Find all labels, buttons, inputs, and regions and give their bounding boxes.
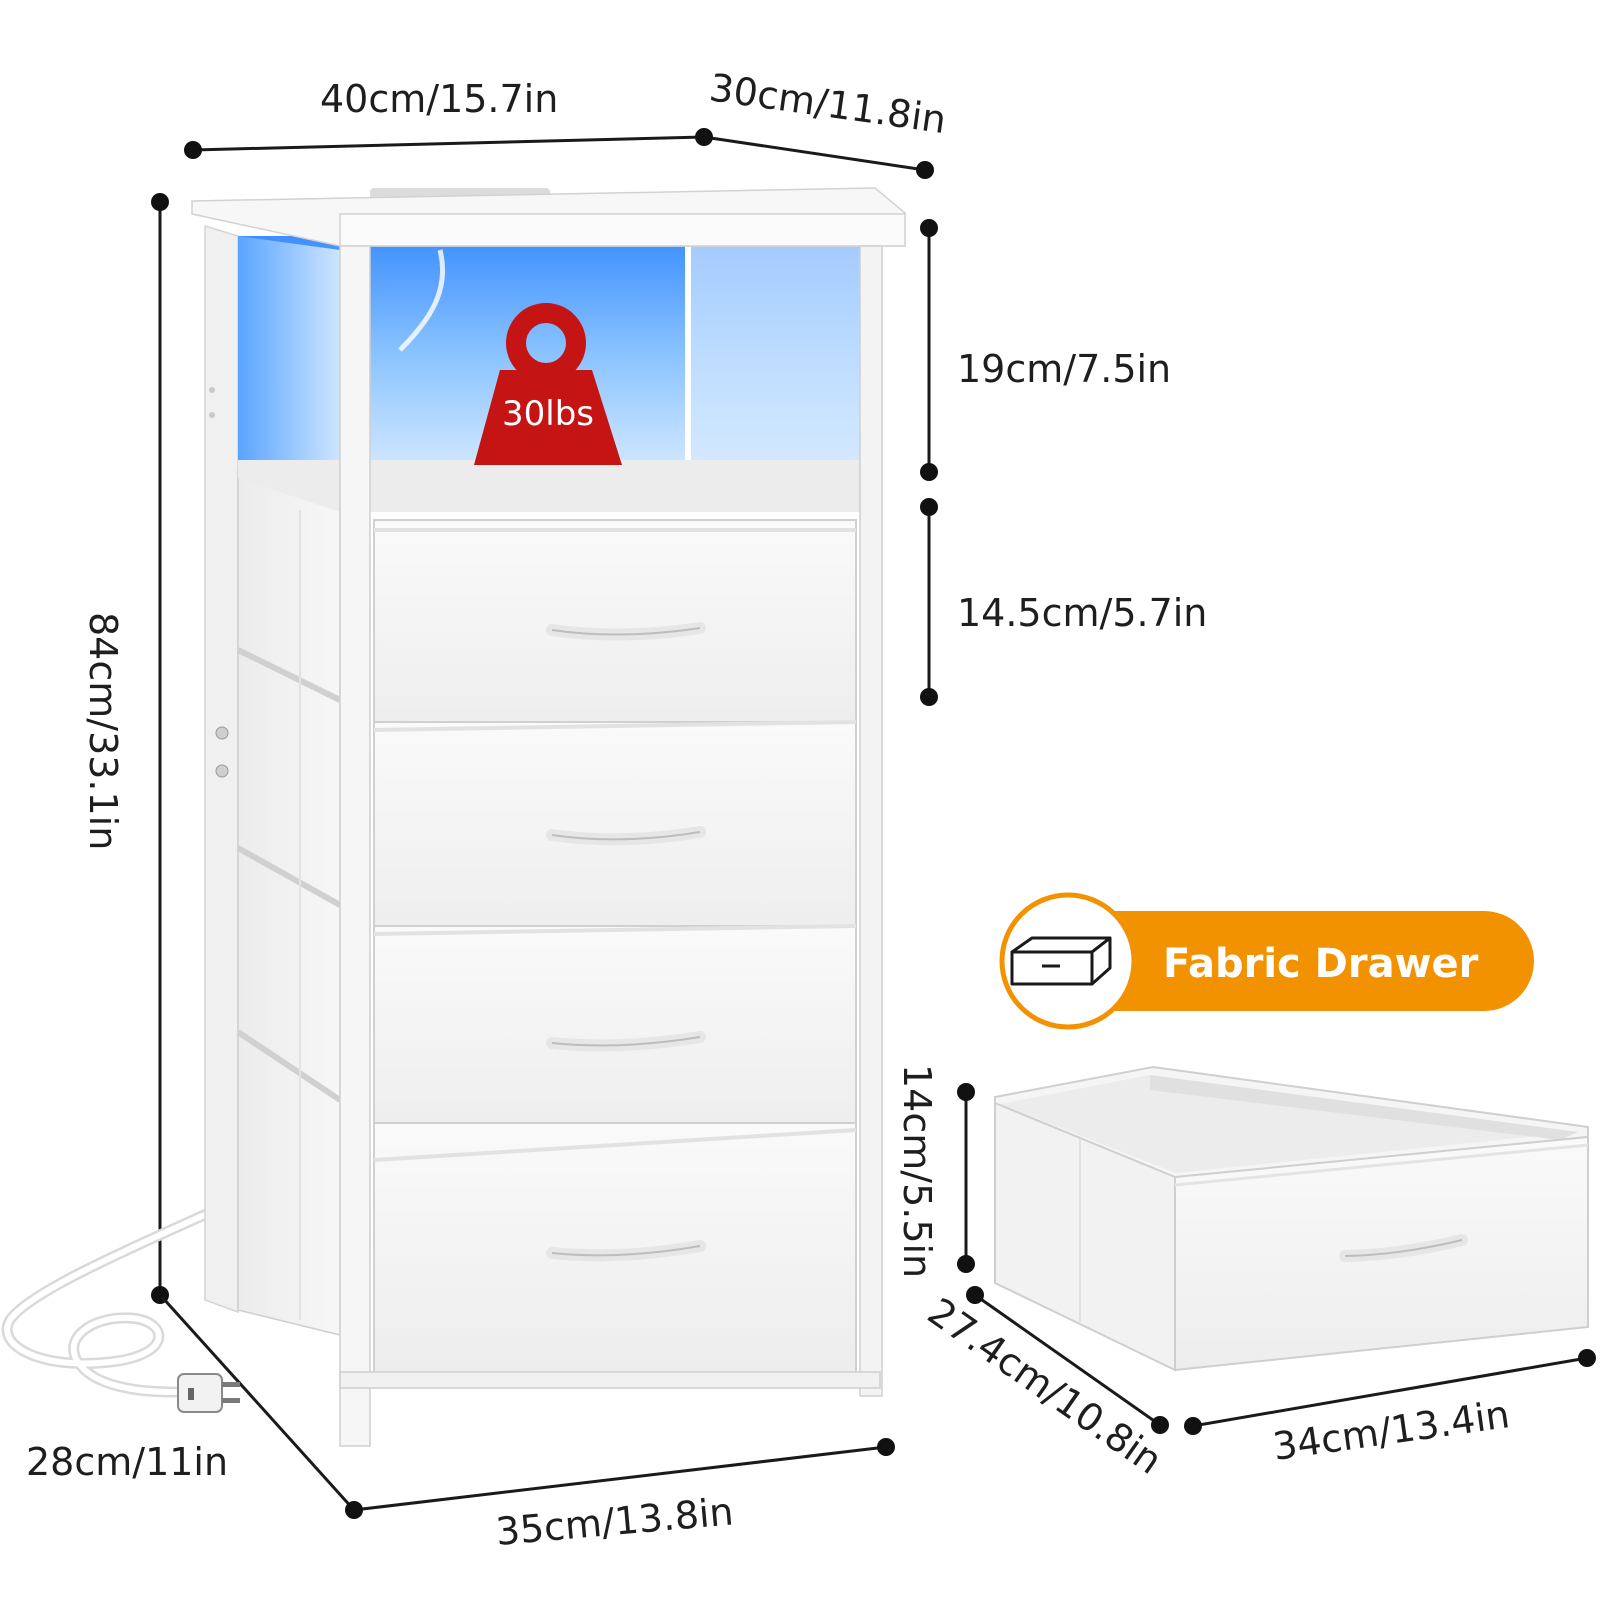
- drawer-1[interactable]: [373, 519, 857, 736]
- dimension-lines: [151, 128, 1596, 1519]
- drawer-4[interactable]: [373, 1122, 857, 1374]
- height-label: 84cm/33.1in: [81, 612, 125, 850]
- shelf-height-label: 19cm/7.5in: [957, 347, 1171, 391]
- fabric-drawer-label: Fabric Drawer: [1163, 941, 1479, 987]
- drawer-width-label: 34cm/13.4in: [1270, 1392, 1512, 1469]
- plug-icon: [177, 1373, 240, 1413]
- drawer-2[interactable]: [373, 721, 857, 943]
- weight-label: 30lbs: [502, 394, 594, 434]
- drawer-height-label: 14cm/5.5in: [895, 1064, 939, 1278]
- side-depth-label: 28cm/11in: [26, 1440, 228, 1484]
- weight-badge-icon: 30lbs: [474, 303, 622, 465]
- width-label: 40cm/15.7in: [320, 77, 558, 121]
- drawer-3[interactable]: [373, 925, 857, 1141]
- base-width-label: 35cm/13.8in: [494, 1489, 735, 1554]
- power-cord: [1, 1204, 240, 1413]
- nightstand-cabinet: [191, 187, 906, 1447]
- fabric-drawer: [994, 1065, 1589, 1372]
- drawer-box-icon: [1010, 936, 1112, 986]
- drawer-front-height-label: 14.5cm/5.7in: [957, 591, 1207, 635]
- fabric-drawer-badge: Fabric Drawer: [999, 892, 1534, 1030]
- depth-label: 30cm/11.8in: [707, 65, 949, 142]
